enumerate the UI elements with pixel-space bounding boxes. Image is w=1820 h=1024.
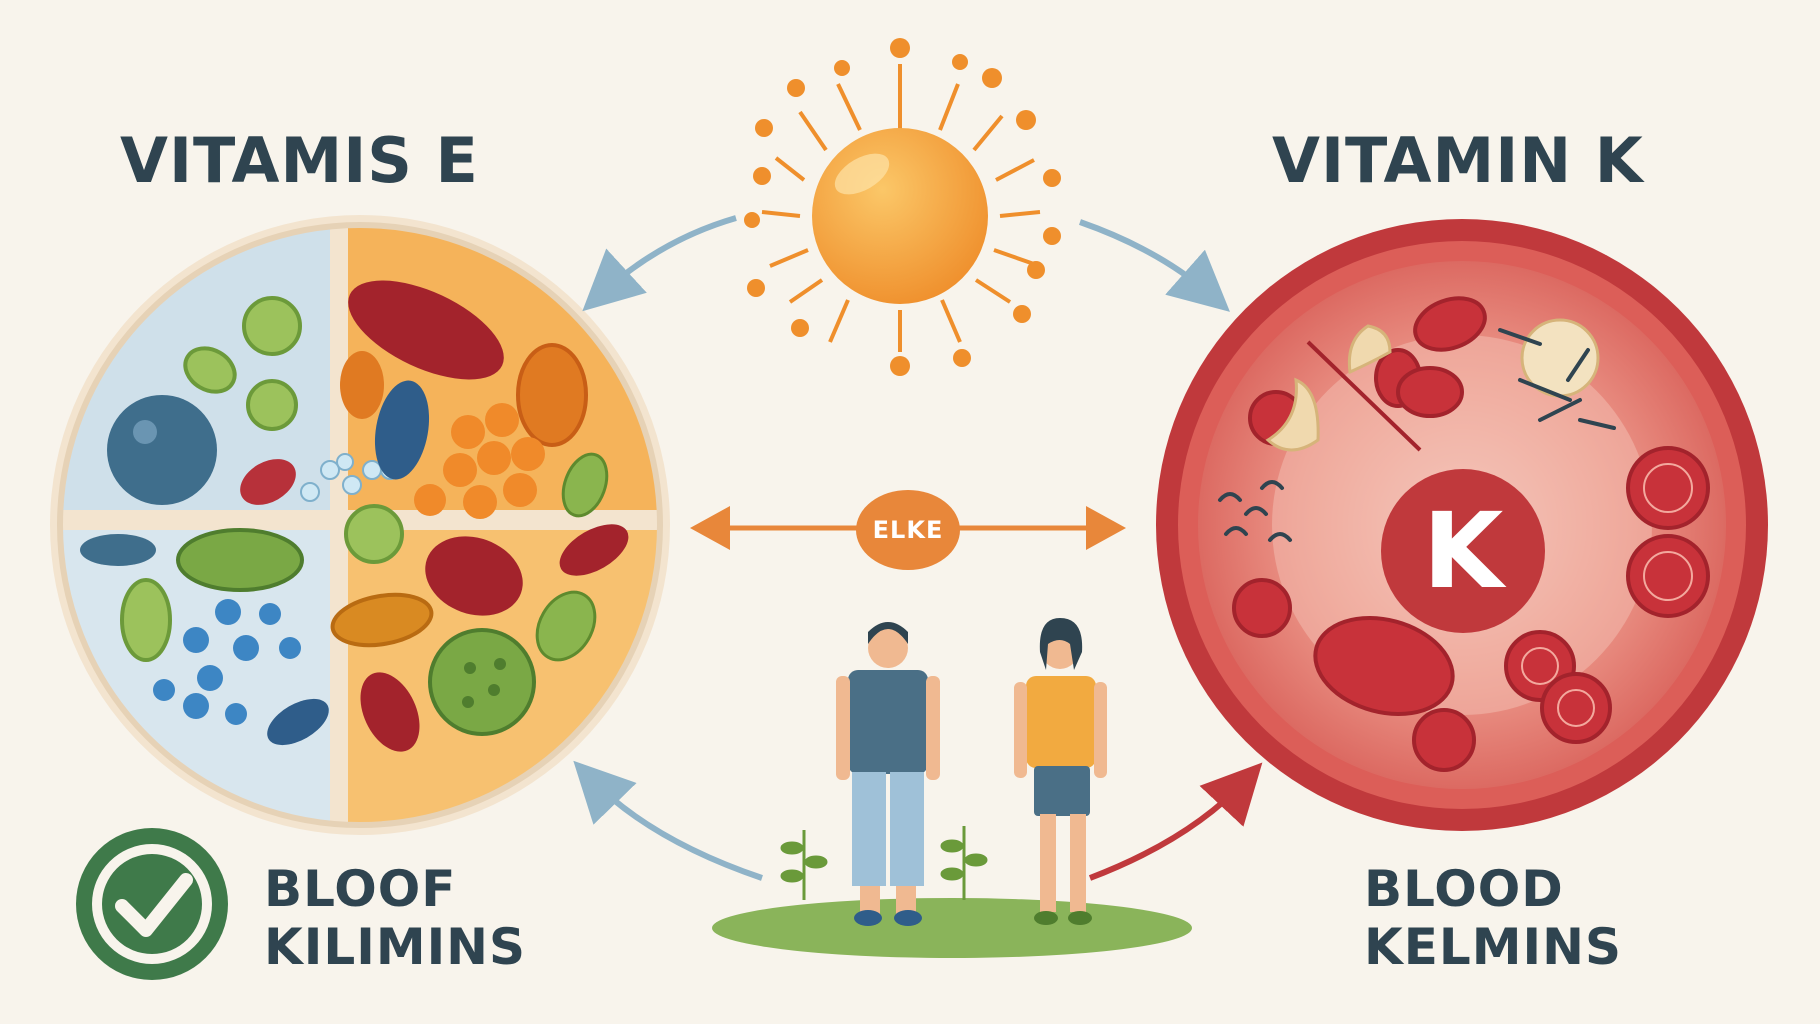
vitamin-k-title: VITAMIN K [1272, 124, 1644, 197]
right-caption-line2: KELMINS [1364, 918, 1622, 976]
arrow-people-to-e [573, 760, 763, 881]
right-caption: BLOOD KELMINS [1364, 860, 1622, 976]
vitamin-e-plate [50, 215, 670, 835]
vitamin-k-plate [1156, 219, 1768, 831]
arrow-sun-to-e [582, 215, 737, 312]
people-icon [712, 618, 1192, 958]
vitamin-k-letter: K [1422, 490, 1504, 612]
arrow-people-to-k [1088, 762, 1263, 881]
vitamin-e-title: VITAMIS E [120, 124, 479, 197]
sun-icon [744, 38, 1061, 376]
checkmark-icon [76, 828, 228, 980]
blueberry-icon [107, 395, 217, 505]
left-caption: BLOOF KILIMINS [264, 860, 526, 976]
center-badge: ELKE [856, 490, 960, 570]
red-bean-icon [348, 280, 504, 380]
left-caption-line2: KILIMINS [264, 918, 527, 976]
left-caption-line1: BLOOF [264, 860, 457, 918]
arrow-sun-to-k [1079, 219, 1230, 312]
right-caption-line1: BLOOD [1364, 860, 1564, 918]
